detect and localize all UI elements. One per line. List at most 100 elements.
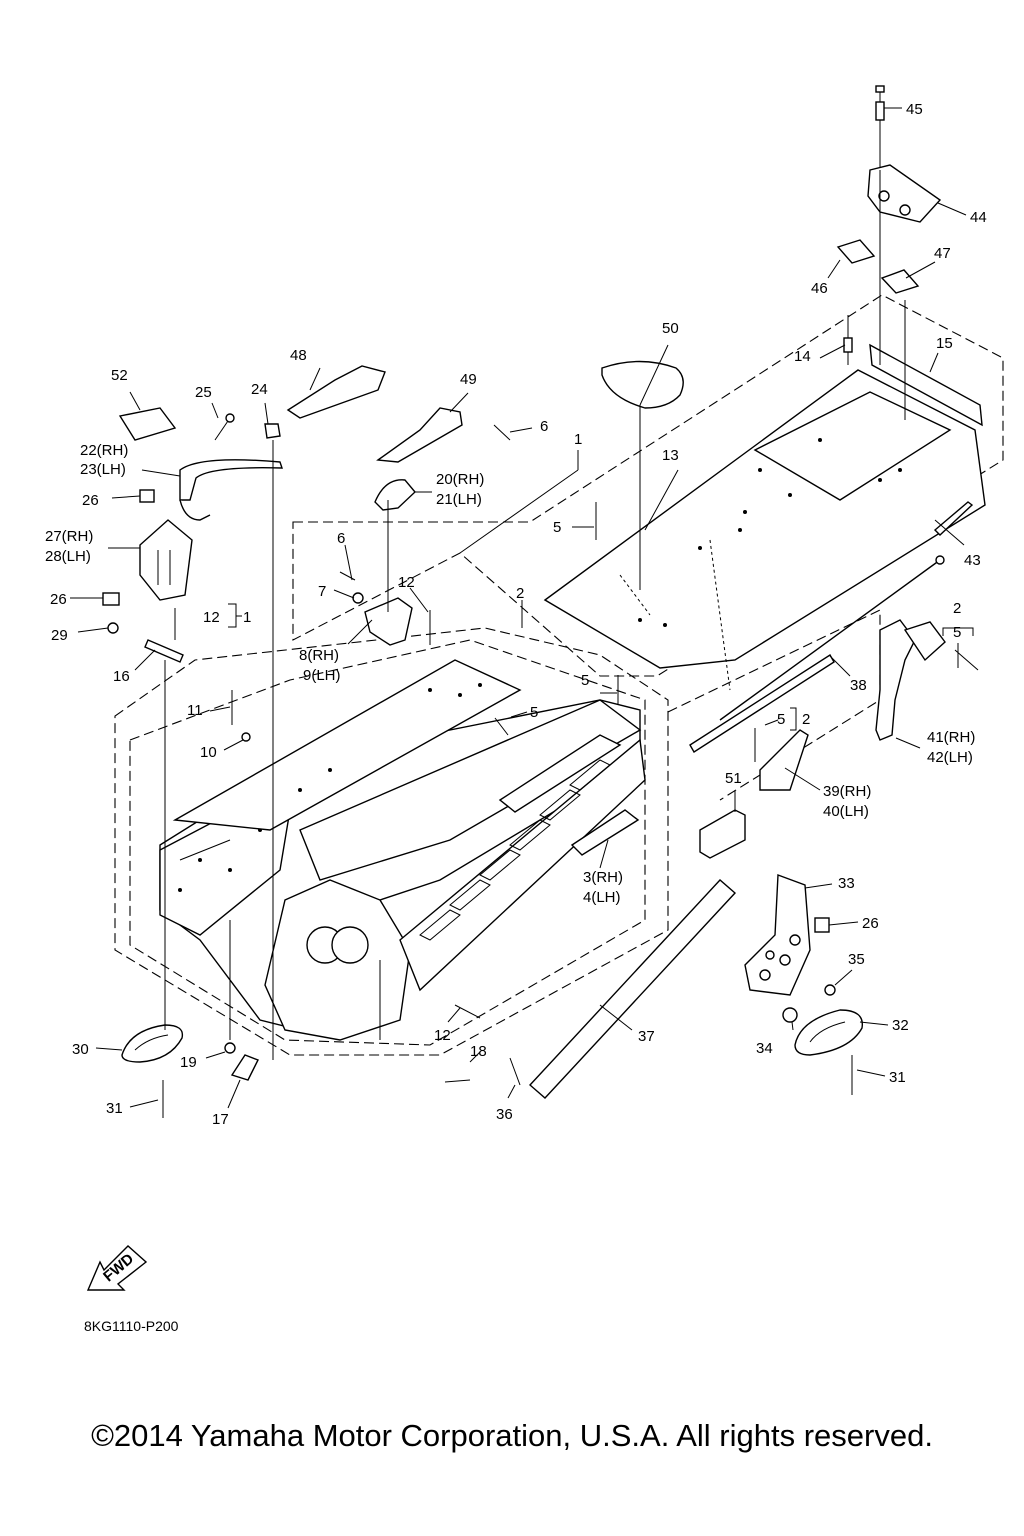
- callout-32: 32: [892, 1017, 909, 1034]
- callout-15: 15: [936, 335, 953, 352]
- callout-23-lh: 23(LH): [80, 461, 126, 478]
- callout-24: 24: [251, 381, 268, 398]
- part-10-bolt: [241, 732, 251, 742]
- part-13-tunnel-cover: [543, 369, 986, 691]
- part-48-pad: [286, 365, 386, 419]
- callout-3-rh: 3(RH): [583, 869, 623, 886]
- callout-7: 7: [318, 583, 326, 600]
- part-6-rivet-upper: [493, 424, 511, 441]
- callout-34: 34: [756, 1040, 773, 1057]
- callout-44: 44: [970, 209, 987, 226]
- callout-43: 43: [964, 552, 981, 569]
- callout-17: 17: [212, 1111, 229, 1128]
- callout-12-left: 12: [203, 609, 220, 626]
- part-6-rivet-left: [339, 571, 356, 581]
- part-44-cap: [867, 164, 942, 223]
- callout-4-lh: 4(LH): [583, 889, 621, 906]
- callout-19: 19: [180, 1054, 197, 1071]
- part-12-rivet-upper: [174, 608, 431, 645]
- callout-37: 37: [638, 1028, 655, 1045]
- part-15-bracket: [869, 343, 983, 427]
- leader-lines: [70, 107, 974, 1109]
- part-16-strap: [144, 639, 184, 663]
- part-26-clip-right: [814, 917, 830, 933]
- part-29-bolt: [107, 622, 119, 634]
- part-27-28-bracket: [139, 519, 193, 601]
- callout-30: 30: [72, 1041, 89, 1058]
- callout-28-lh: 28(LH): [45, 548, 91, 565]
- part-17-bracket: [230, 1054, 259, 1081]
- drawing-code: 8KG1110-P200: [84, 1318, 179, 1334]
- callout-33: 33: [838, 875, 855, 892]
- part-46-pad: [836, 239, 876, 264]
- callout-5-right: 5: [953, 624, 961, 641]
- part-38-rail: [689, 654, 835, 753]
- part-5-rivet-b: [494, 717, 509, 736]
- part-52-cover: [118, 407, 177, 441]
- callout-50: 50: [662, 320, 679, 337]
- part-19-bolt: [224, 1042, 236, 1054]
- callout-10: 10: [200, 744, 217, 761]
- part-43-strip: [933, 501, 974, 536]
- part-39-40-plate: [759, 729, 809, 791]
- callout-42-lh: 42(LH): [927, 749, 973, 766]
- part-33-plate: [744, 874, 811, 996]
- part-41-42-bracket: [875, 619, 979, 741]
- callout-2-rail: 2: [802, 711, 810, 728]
- chassis-frame: [159, 659, 646, 1041]
- part-32-step: [794, 1009, 864, 1056]
- callout-22-rh: 22(RH): [80, 442, 128, 459]
- part-25-screw: [214, 413, 235, 441]
- callout-29: 29: [51, 627, 68, 644]
- callout-41-rh: 41(RH): [927, 729, 975, 746]
- part-20-21-cover: [374, 479, 416, 511]
- callout-27-rh: 27(RH): [45, 528, 93, 545]
- assembly-outline-2: [114, 627, 669, 1056]
- callout-9-lh: 9(LH): [303, 667, 341, 684]
- part-8-9-bracket: [364, 597, 413, 646]
- callout-1-left: 1: [243, 609, 251, 626]
- callout-48: 48: [290, 347, 307, 364]
- part-51-block: [699, 809, 746, 859]
- callout-40-lh: 40(LH): [823, 803, 869, 820]
- part-7-nut: [352, 592, 364, 604]
- callout-52: 52: [111, 367, 128, 384]
- callout-51: 51: [725, 770, 742, 787]
- part-12-rivet-lower: [454, 1004, 481, 1019]
- callout-26-mid: 26: [50, 591, 67, 608]
- callout-26-right: 26: [862, 915, 879, 932]
- callout-38: 38: [850, 677, 867, 694]
- callout-6-left: 6: [337, 530, 345, 547]
- callout-49: 49: [460, 371, 477, 388]
- part-3-4-bracket: [570, 809, 640, 856]
- callout-12-lower: 12: [434, 1027, 451, 1044]
- callout-5-frame: 5: [530, 704, 538, 721]
- callout-6-upper: 6: [540, 418, 548, 435]
- part-45-bolt: [875, 85, 885, 170]
- callout-31-left: 31: [106, 1100, 123, 1117]
- callout-5-upper: 5: [553, 519, 561, 536]
- callout-12-mid: 12: [398, 574, 415, 591]
- callout-47: 47: [934, 245, 951, 262]
- callout-labels: 45 44 47 46 50 15 14 48 52 49 25 24 6 1 …: [45, 101, 987, 1128]
- part-26-clip-lower: [102, 592, 120, 606]
- callout-2-frame: 2: [516, 585, 524, 602]
- callout-45: 45: [906, 101, 923, 118]
- callout-2-right: 2: [953, 600, 961, 617]
- callout-21-lh: 21(LH): [436, 491, 482, 508]
- part-18-rivet: [444, 1079, 471, 1083]
- part-50-pad: [601, 360, 684, 409]
- callout-39-rh: 39(RH): [823, 783, 871, 800]
- callout-1-upper: 1: [574, 431, 582, 448]
- part-49-pad: [376, 407, 463, 463]
- part-43-rod: [719, 555, 945, 721]
- part-47-pad: [880, 269, 920, 294]
- part-30-step: [121, 1024, 184, 1063]
- part-35-screw: [824, 984, 836, 996]
- callout-36: 36: [496, 1106, 513, 1123]
- callout-5-rail: 5: [777, 711, 785, 728]
- callout-8-rh: 8(RH): [299, 647, 339, 664]
- part-24-nut: [264, 423, 281, 439]
- callout-18: 18: [470, 1043, 487, 1060]
